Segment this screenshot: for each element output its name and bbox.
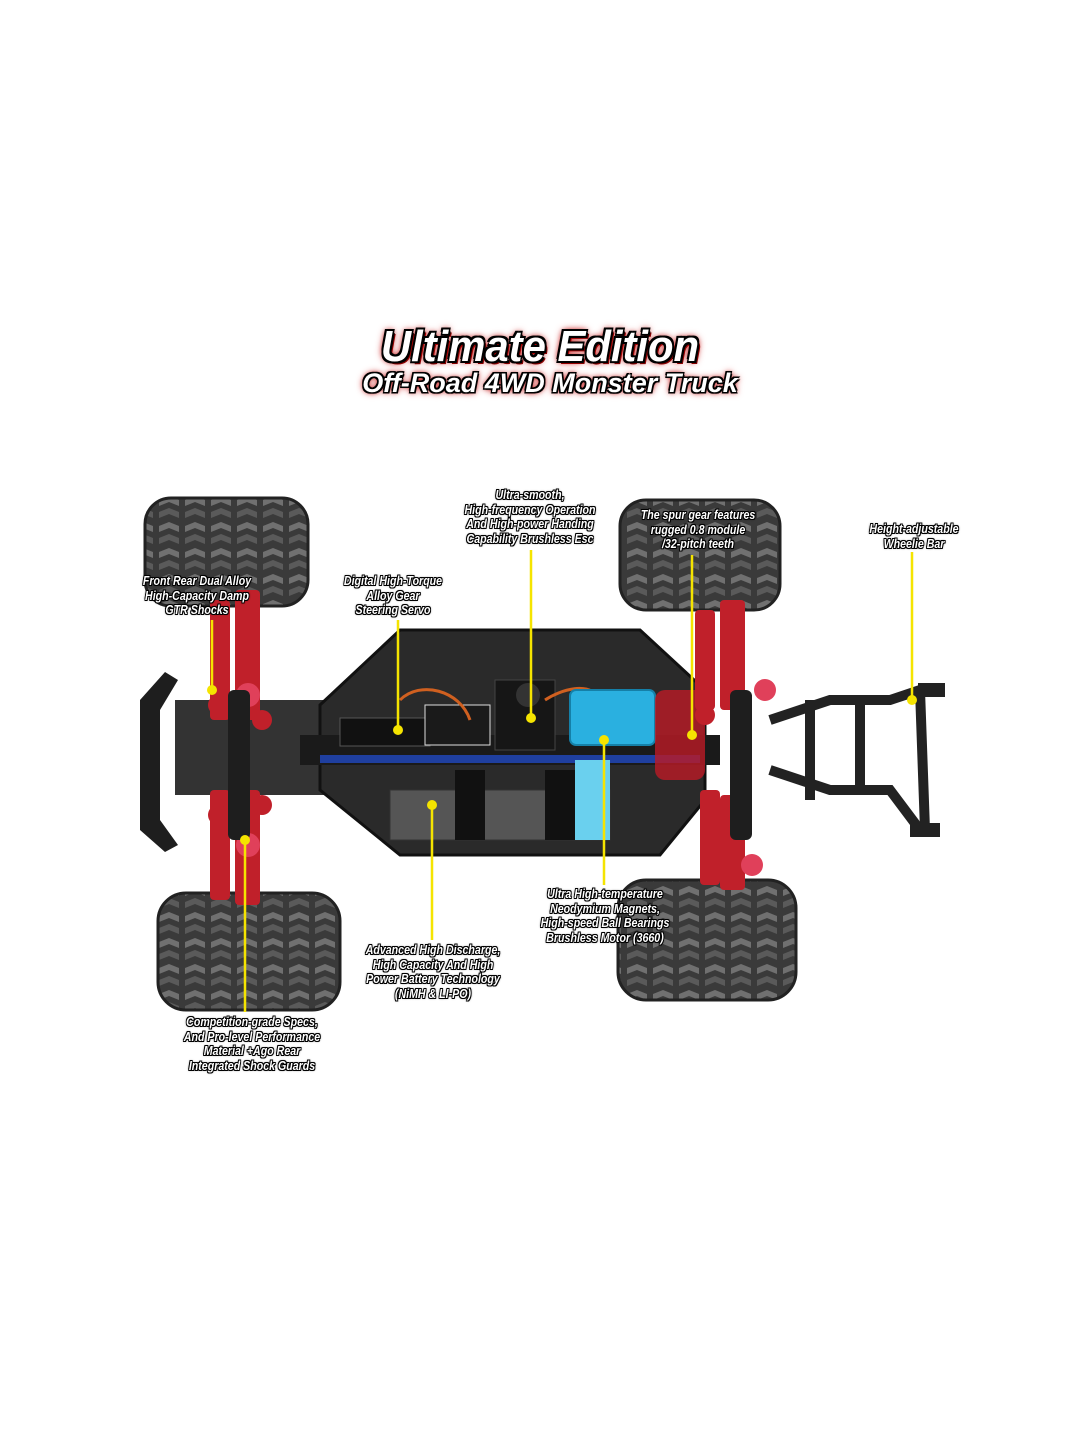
callout-line-text: Capability Brushless Esc (466, 531, 594, 546)
callout-line-text: (NiMH & LI-PO) (394, 986, 472, 1001)
callout-wheelie-bar: Height-adjustable Wheelie Bar (869, 522, 958, 551)
callout-line-text: And Pro-level Performance (183, 1029, 321, 1044)
callout-line-text: Neodymium Magnets, (550, 901, 660, 916)
callout-line-text: Competition-grade Specs, (186, 1015, 318, 1029)
callout-servo: Digital High-Torque Alloy Gear Steering … (344, 574, 442, 618)
callout-line-text: Material +Ago Rear (203, 1044, 301, 1058)
callout-line-text: GTR Shocks (165, 603, 229, 617)
callout-lines (210, 550, 914, 1012)
wheelie-bar (768, 683, 945, 837)
callout-line-text: High-speed Ball Bearings (540, 916, 670, 930)
callout-line-text: Steering Servo (355, 603, 431, 617)
callout-line-text: Integrated Shock Guards (188, 1058, 316, 1073)
callout-esc: Ultra-smooth, High-frequency Operation A… (464, 488, 595, 546)
callout-line-text: Ultra High-temperature (547, 887, 663, 901)
callout-line-text: Height-adjustable (869, 522, 959, 536)
servo (339, 717, 431, 747)
callout-line-text: High-frequency Operation (464, 502, 596, 517)
callout-line-text: The spur gear features (640, 508, 756, 522)
callout-motor: Ultra High-temperature Neodymium Magnets… (541, 887, 670, 945)
callout-line-text: Wheelie Bar (883, 536, 945, 551)
brushless-motor (569, 689, 656, 746)
callout-dots (207, 685, 917, 845)
callout-spur-gear: The spur gear features rugged 0.8 module… (641, 508, 756, 552)
callout-line-text: Ultra-smooth, (495, 488, 565, 502)
tire-front-right (156, 891, 342, 1012)
callout-line-text: Power Battery Technology (366, 972, 500, 986)
subtitle: Off-Road 4WD Monster Truck (362, 368, 738, 398)
callout-battery: Advanced High Discharge, High Capacity A… (366, 943, 501, 1001)
alloy-suspension (208, 590, 776, 905)
callout-line-text: Brushless Motor (3660) (546, 930, 664, 945)
callout-line-text: Advanced High Discharge, (365, 943, 501, 957)
front-bumper (140, 672, 178, 852)
callout-line-text: Digital High-Torque (343, 574, 443, 588)
title: Ultimate Edition (380, 322, 700, 371)
callout-shocks: Front Rear Dual Alloy High-Capacity Damp… (143, 574, 251, 618)
callout-shock-guards: Competition-grade Specs, And Pro-level P… (184, 1015, 320, 1073)
callout-line-text: Front Rear Dual Alloy (142, 574, 252, 588)
callout-line-text: Alloy Gear (366, 588, 420, 603)
callout-line-text: And High-power Handing (466, 517, 594, 531)
callout-line-text: High-Capacity Damp (145, 588, 249, 603)
callout-line-text: High Capacity And High (372, 957, 494, 972)
callout-line-text: /32-pitch teeth (661, 537, 735, 551)
callout-line-text: rugged 0.8 module (650, 522, 746, 537)
